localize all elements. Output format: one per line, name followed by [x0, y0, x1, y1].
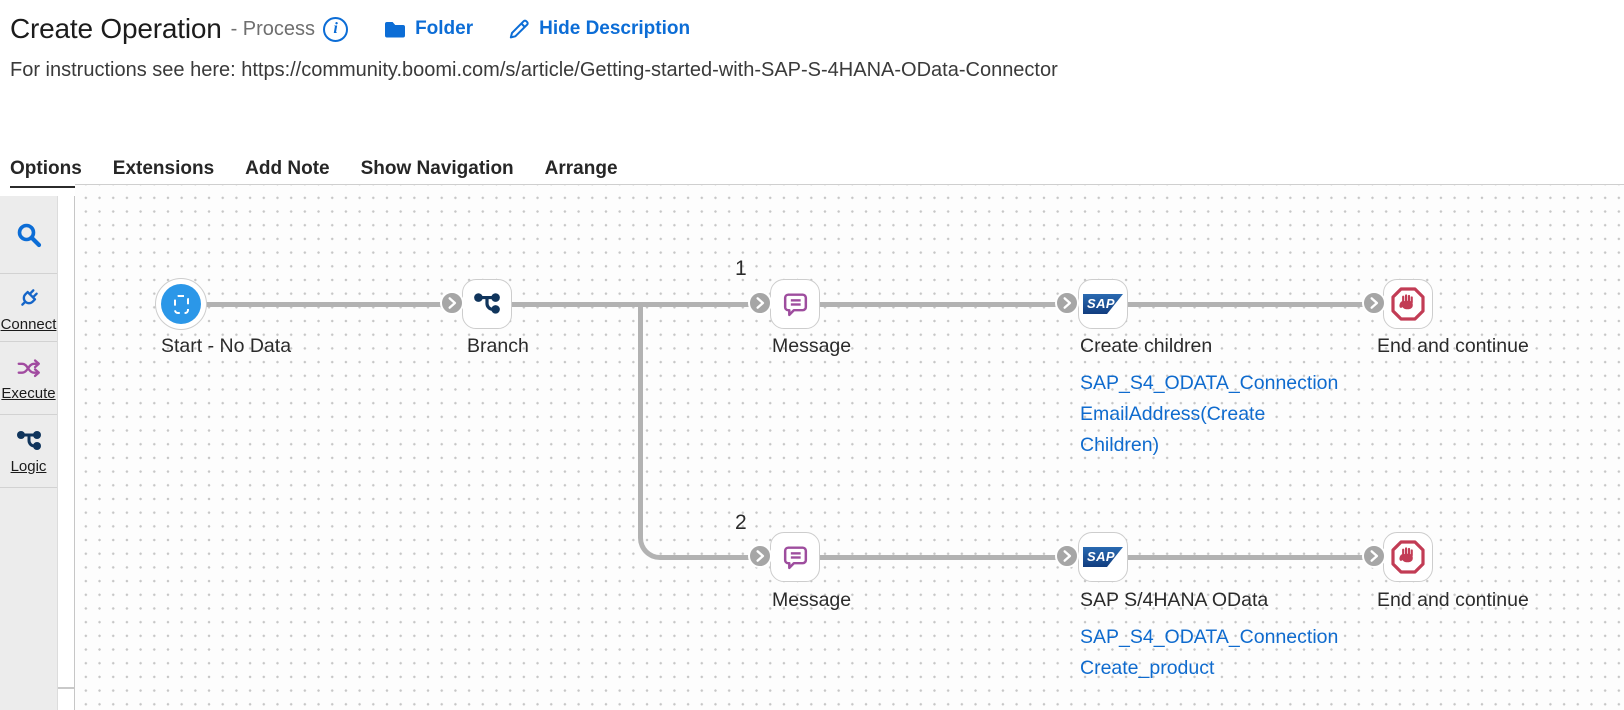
connector-arrow[interactable] — [1055, 544, 1079, 568]
stop-hand-icon — [1391, 540, 1425, 574]
message-shape-2-label: Message — [772, 589, 852, 611]
sap-shape-2-links: SAP_S4_ODATA_Connection Create_product — [1080, 622, 1340, 684]
palette-search[interactable] — [0, 196, 57, 274]
branch-shape[interactable] — [462, 279, 512, 329]
palette-logic-label: Logic — [10, 458, 47, 475]
branch-path-number-2: 2 — [735, 511, 747, 534]
message-shape-2[interactable] — [770, 532, 820, 582]
folder-icon — [385, 22, 406, 38]
folder-button[interactable]: Folder — [382, 17, 473, 41]
connector-arrow[interactable] — [748, 291, 772, 315]
palette-execute[interactable]: Execute — [0, 342, 57, 415]
plug-icon — [20, 288, 38, 306]
pencil-icon — [509, 19, 529, 38]
no-data-document-icon — [173, 294, 189, 314]
scrollbar-end — [58, 687, 74, 689]
stop-hand-icon — [1391, 287, 1425, 321]
palette-execute-label: Execute — [1, 385, 56, 402]
page-title: Create Operation — [10, 13, 222, 44]
stop-shape-2[interactable] — [1383, 532, 1433, 582]
chevron-right-icon — [448, 297, 457, 309]
operation-link[interactable]: EmailAddress(Create Children) — [1080, 403, 1266, 456]
message-icon — [783, 545, 807, 569]
connector-arrow[interactable] — [1362, 544, 1386, 568]
start-shape-label: Start - No Data — [161, 335, 292, 357]
header: Create Operation - Process i Folder Hide… — [10, 13, 690, 45]
branch-path-number-1: 1 — [735, 257, 747, 280]
branch-shape-label: Branch — [467, 335, 529, 357]
sap-logo-icon: SAP — [1083, 547, 1123, 567]
stop-shape-2-label: End and continue — [1377, 589, 1529, 611]
info-icon[interactable]: i — [323, 16, 349, 42]
palette-connect-label: Connect — [0, 315, 57, 333]
connection-link[interactable]: SAP_S4_ODATA_Connection — [1080, 626, 1339, 648]
connector-arrow[interactable] — [440, 291, 464, 315]
process-canvas[interactable]: Start - No Data Branch 1 — [75, 184, 1624, 710]
connector-arrow[interactable] — [1362, 291, 1386, 315]
operation-link[interactable]: Create_product — [1080, 657, 1215, 679]
shuffle-icon — [17, 359, 40, 378]
start-shape[interactable] — [155, 278, 207, 330]
connector-branch-drop — [638, 304, 678, 560]
sap-logo-icon: SAP — [1083, 294, 1123, 314]
chevron-right-icon — [756, 297, 765, 309]
message-shape-1-label: Message — [772, 335, 852, 357]
message-shape-1[interactable] — [770, 279, 820, 329]
chevron-right-icon — [756, 550, 765, 562]
connector-arrow[interactable] — [1055, 291, 1079, 315]
search-icon — [17, 223, 41, 247]
canvas-scrollbar-gutter[interactable] — [58, 196, 75, 710]
start-icon — [161, 284, 201, 324]
connector-arrow[interactable] — [748, 544, 772, 568]
page-subtitle: - Process — [230, 17, 316, 40]
message-icon — [783, 292, 807, 316]
stop-shape-1-label: End and continue — [1377, 335, 1529, 357]
sap-connector-shape-1[interactable]: SAP — [1078, 279, 1128, 329]
sap-shape-1-links: SAP_S4_ODATA_Connection EmailAddress(Cre… — [1080, 368, 1340, 461]
sap-shape-2-label: SAP S/4HANA OData — [1080, 589, 1269, 611]
palette-connect[interactable]: Connect — [0, 274, 57, 342]
process-description: For instructions see here: https://commu… — [10, 59, 1058, 81]
shape-palette: Connect Execute Logic — [0, 196, 58, 710]
sap-shape-1-label: Create children — [1080, 335, 1213, 357]
menu-item-options[interactable]: Options — [10, 158, 82, 188]
connection-link[interactable]: SAP_S4_ODATA_Connection — [1080, 372, 1339, 394]
hide-description-label: Hide Description — [539, 18, 691, 39]
palette-logic[interactable]: Logic — [0, 415, 57, 488]
chevron-right-icon — [1370, 550, 1379, 562]
branch-icon — [16, 431, 41, 450]
chevron-right-icon — [1063, 550, 1072, 562]
stop-shape-1[interactable] — [1383, 279, 1433, 329]
chevron-right-icon — [1370, 297, 1379, 309]
sap-connector-shape-2[interactable]: SAP — [1078, 532, 1128, 582]
connector-row2 — [660, 555, 1396, 560]
chevron-right-icon — [1063, 297, 1072, 309]
branch-icon — [474, 293, 500, 314]
folder-button-label: Folder — [415, 18, 474, 39]
hide-description-button[interactable]: Hide Description — [507, 18, 690, 41]
